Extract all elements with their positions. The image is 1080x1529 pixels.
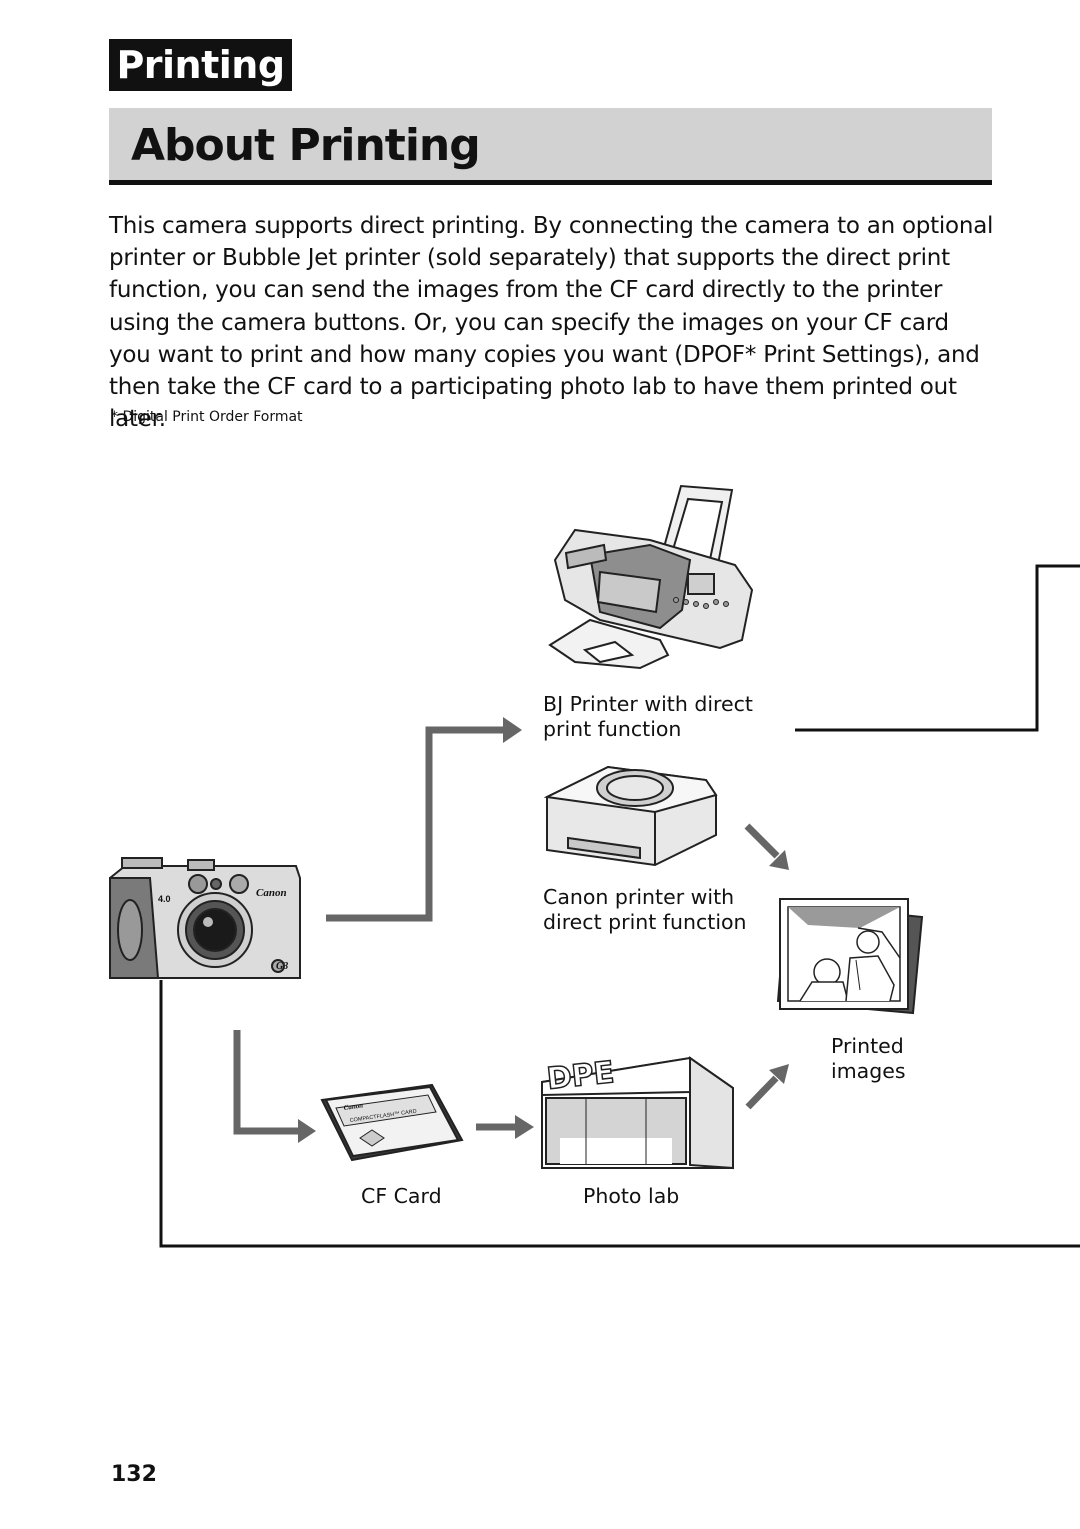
arrow-heads <box>298 717 534 1143</box>
photo-lab-label: Photo lab <box>583 1184 680 1208</box>
diagonal-arrows <box>744 823 789 1110</box>
canon-printer-illustration <box>543 765 718 867</box>
footnote: * Digital Print Order Format <box>111 409 303 425</box>
printed-images-label-line2: images <box>831 1059 906 1083</box>
intro-paragraph: This camera supports direct printing. By… <box>109 213 994 433</box>
camera-resolution-text: 4.0 <box>158 894 171 904</box>
bj-printer-label-line1: BJ Printer with direct <box>543 692 753 716</box>
cf-card-illustration <box>320 1083 464 1162</box>
lab-sign-text: DPE <box>545 1055 616 1097</box>
bj-printer-label-line2: print function <box>543 717 682 741</box>
canon-printer-label-line1: Canon printer with <box>543 885 735 909</box>
connector-lines <box>159 564 1080 1248</box>
printed-images-label-line1: Printed <box>831 1034 904 1058</box>
page-title: About Printing <box>131 120 481 171</box>
title-bar: About Printing <box>109 108 992 185</box>
camera-brand-text: Canon <box>256 887 287 899</box>
photo-lab-illustration <box>541 1056 734 1170</box>
bj-printer-illustration <box>548 484 754 670</box>
camera-model-text: G3 <box>276 961 288 972</box>
section-tab: Printing <box>109 39 292 91</box>
cf-card-brand-text: Canon <box>343 1101 363 1112</box>
camera-illustration <box>109 857 301 979</box>
printed-image-illustration <box>776 898 924 1015</box>
page-number: 132 <box>111 1462 157 1487</box>
cf-card-label: CF Card <box>361 1184 442 1208</box>
canon-printer-label-line2: direct print function <box>543 910 747 934</box>
